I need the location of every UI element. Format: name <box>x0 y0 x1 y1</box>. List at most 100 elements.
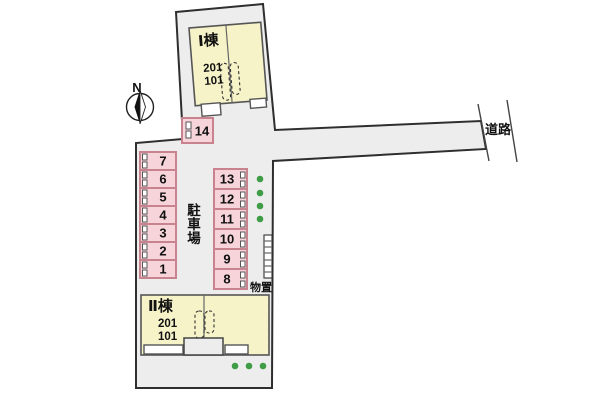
building-1-stairs-icon <box>229 61 241 95</box>
parking-space-5: 5 <box>139 187 177 207</box>
wheel-stopper-icon <box>240 180 246 188</box>
wheel-stopper-icon <box>185 130 192 139</box>
building-2: Ⅱ棟 201 101 <box>140 294 270 356</box>
space-number: 10 <box>220 232 234 247</box>
space-number: 4 <box>159 208 167 223</box>
wheel-stopper-icon <box>240 211 246 219</box>
tree-dot-icon <box>231 362 239 370</box>
space-number: 5 <box>159 190 166 205</box>
parking-space-13: 13 <box>213 168 248 190</box>
tree-dot-icon <box>256 215 264 223</box>
building-1-unit-101: 101 <box>204 74 225 88</box>
parking-space-10: 10 <box>213 228 248 250</box>
tree-dots-south <box>231 362 267 370</box>
tree-dot-icon <box>256 189 264 197</box>
parking-space-14-number: 14 <box>195 124 210 139</box>
space-number: 8 <box>223 272 230 287</box>
wheel-stopper-icon <box>142 225 148 233</box>
wheel-stopper-icon <box>142 215 148 223</box>
tree-dot-icon <box>256 202 264 210</box>
parking-label-char: 車 <box>187 216 201 232</box>
building-1-unit-divider <box>225 24 233 103</box>
parking-space-14: 14 <box>181 117 214 144</box>
road: 道路 <box>477 99 518 163</box>
tree-dot-icon <box>259 362 267 370</box>
space-number: 7 <box>159 154 166 169</box>
building-2-stairs-icon <box>194 310 205 339</box>
building-1-footprint <box>188 21 268 107</box>
building-2-unit-101: 101 <box>158 331 178 343</box>
space-number: 9 <box>223 252 230 267</box>
building-1-porch-right <box>249 97 268 110</box>
space-number: 12 <box>220 192 234 207</box>
building-1: Ⅰ棟 201 101 <box>188 21 268 117</box>
wheel-stopper-icon <box>142 207 148 215</box>
wheel-stopper-icon <box>142 261 148 269</box>
parking-space-12: 12 <box>213 188 248 210</box>
storage-shed: 物置 <box>250 234 273 294</box>
parking-space-11: 11 <box>213 208 248 230</box>
road-edge-far <box>506 99 518 163</box>
wheel-stopper-icon <box>185 121 192 130</box>
parking-space-6: 6 <box>139 169 177 189</box>
wheel-stopper-icon <box>240 240 246 248</box>
parking-space-9: 9 <box>213 248 248 270</box>
wheel-stopper-icon <box>142 179 148 187</box>
parking-space-7: 7 <box>139 151 177 171</box>
compass-north-icon: N <box>125 80 155 125</box>
building-2-stairs-icon <box>204 310 215 334</box>
wheel-stopper-icon <box>142 161 148 169</box>
wheel-stopper-icon <box>240 280 246 288</box>
parking-label-char: 駐 <box>187 202 201 218</box>
wheel-stopper-icon <box>142 171 148 179</box>
storage-shed-icon <box>263 234 273 279</box>
wheel-stopper-icon <box>142 189 148 197</box>
wheel-stopper-icon <box>240 231 246 239</box>
building-1-porch-left <box>200 102 222 117</box>
stall <box>139 259 177 279</box>
wheel-stopper-icon <box>142 233 148 241</box>
wheel-stopper-icon <box>240 260 246 268</box>
parking-space-4: 4 <box>139 205 177 225</box>
wheel-stopper-icon <box>240 200 246 208</box>
building-2-unit-201: 201 <box>158 318 178 330</box>
tree-dot-icon <box>256 175 264 183</box>
stall <box>213 268 248 290</box>
building-2-label: Ⅱ棟 <box>148 297 174 315</box>
space-number: 3 <box>159 226 166 241</box>
compass-needle-dark <box>134 90 140 124</box>
tree-dot-icon <box>245 362 253 370</box>
parking-space-8: 8 <box>213 268 248 290</box>
parking-label-char: 場 <box>187 230 201 246</box>
parking-space-3: 3 <box>139 223 177 243</box>
building-2-entrance-porch <box>183 337 224 356</box>
compass-needle-light <box>139 89 146 125</box>
building-1-stairs-icon <box>219 62 232 101</box>
wheel-stopper-icon <box>240 220 246 228</box>
compass-letter-n: N <box>132 80 141 95</box>
building-1-label: Ⅰ棟 <box>197 31 220 51</box>
space-number: 2 <box>159 244 166 259</box>
road-edge-near <box>477 103 490 162</box>
wheel-stopper-icon <box>142 269 148 277</box>
wheel-stopper-icon <box>240 191 246 199</box>
wheel-stopper-icon <box>240 171 246 179</box>
space-number: 11 <box>220 212 234 227</box>
tree-dots-east <box>256 175 264 223</box>
wheel-stopper-icon <box>142 153 148 161</box>
building-1-unit-201: 201 <box>203 61 224 75</box>
parking-left-column: 7 6 5 4 3 2 <box>139 151 177 279</box>
wheel-stopper-icon <box>142 251 148 259</box>
storage-label: 物置 <box>250 280 272 294</box>
parking-space-1: 1 <box>139 259 177 279</box>
wheel-stopper-icon <box>142 197 148 205</box>
space-number: 13 <box>220 172 234 187</box>
wheel-stopper-icon <box>240 251 246 259</box>
road-label: 道路 <box>485 122 512 137</box>
parking-area-label: 駐 車 場 <box>187 202 201 246</box>
space-number: 1 <box>159 262 166 277</box>
building-2-balcony-left <box>143 344 184 355</box>
parking-middle-column: 13 12 11 10 9 8 <box>213 168 248 290</box>
